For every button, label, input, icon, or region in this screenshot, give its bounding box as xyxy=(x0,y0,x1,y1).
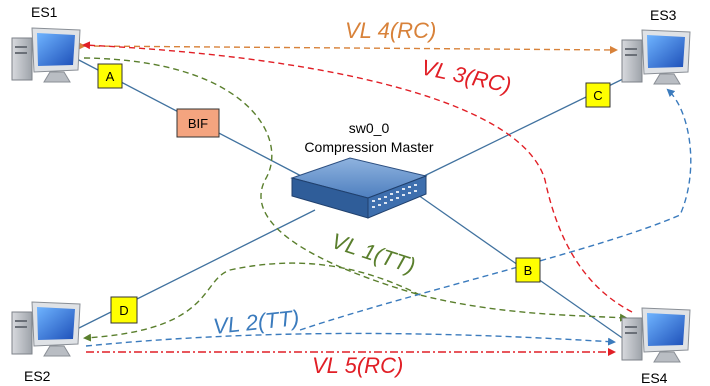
port-a-label: A xyxy=(106,69,115,84)
switch-name: sw0_0 xyxy=(349,120,390,136)
vl2-path-es4 xyxy=(85,332,616,347)
vl2-path-es3 xyxy=(299,88,692,331)
es4-computer[interactable] xyxy=(621,307,691,363)
vl4-label: VL 4(RC) xyxy=(345,18,436,43)
vl1-path-es4 xyxy=(83,57,628,322)
es3-computer[interactable] xyxy=(621,29,691,85)
vl5-label: VL 5(RC) xyxy=(312,353,403,378)
vl3-label: VL 3(RC) xyxy=(419,54,513,97)
es1-computer[interactable] xyxy=(11,27,81,83)
vl4-path xyxy=(77,41,618,54)
port-b-label: B xyxy=(524,263,533,278)
es1-label: ES1 xyxy=(31,4,58,20)
port-b: B xyxy=(515,257,541,283)
switch-role: Compression Master xyxy=(304,139,433,155)
vl1-label: VL 1(TT) xyxy=(328,228,418,278)
virtual-links xyxy=(77,41,692,356)
es3-label: ES3 xyxy=(650,7,677,23)
port-d: D xyxy=(110,296,138,324)
vl3-path xyxy=(82,41,633,313)
es4-label: ES4 xyxy=(641,370,668,386)
port-c-label: C xyxy=(593,88,602,103)
port-a: A xyxy=(97,63,123,89)
port-d-label: D xyxy=(119,303,128,318)
bif-box: BIF xyxy=(176,108,220,138)
es2-label: ES2 xyxy=(24,368,51,384)
es2-computer[interactable] xyxy=(11,301,81,357)
switch-icon[interactable] xyxy=(290,157,428,219)
bif-label: BIF xyxy=(188,116,208,131)
vl1-path-es2 xyxy=(83,262,421,342)
port-c: C xyxy=(585,82,611,108)
